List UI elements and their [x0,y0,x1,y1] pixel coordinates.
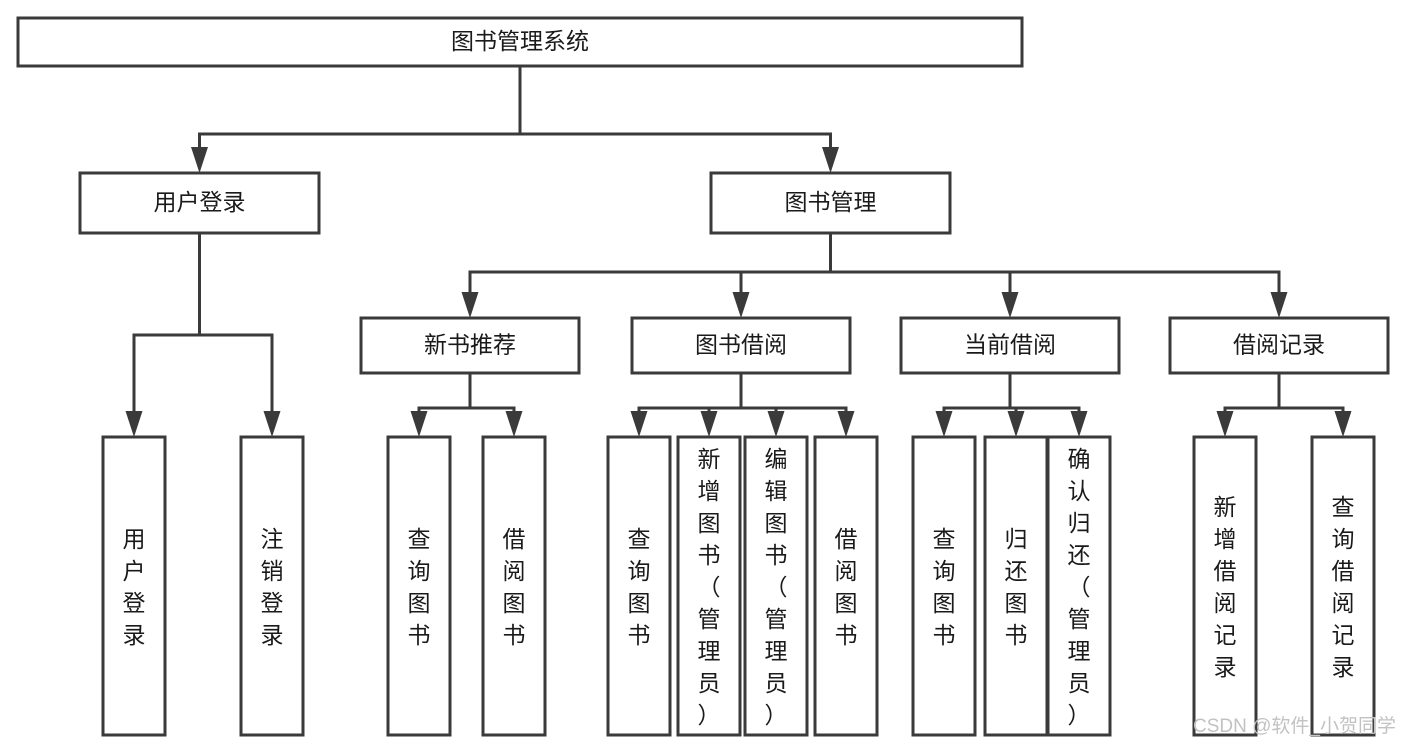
node-box [1310,435,1376,737]
node-layer: 图书管理系统用户登录图书管理新书推荐图书借阅当前借阅借阅记录用户登录注销登录查询… [16,16,1390,737]
node-root[interactable]: 图书管理系统 [16,16,1024,68]
connector-group [125,231,281,437]
connector-group [935,371,1088,437]
node-box [606,435,672,737]
node-box [16,16,1024,68]
node-label: 图书借阅 [695,332,787,358]
watermark-label: CSDN @软件_小贺同学 [1193,715,1396,737]
node-leaf-edit-book[interactable]: 编辑图书（管理员） [743,435,809,737]
node-label: 归还图书 [1005,526,1028,648]
node-box [743,435,809,737]
node-label: 新增图书（管理员） [698,446,721,728]
node-l1-book-mgmt[interactable]: 图书管理 [709,171,952,235]
node-box [359,316,581,375]
connector-group [410,371,523,437]
node-leaf-logout[interactable]: 注销登录 [239,435,305,737]
node-label: 借阅记录 [1233,332,1325,358]
node-label: 图书管理系统 [451,28,589,54]
node-label: 图书管理 [785,189,877,215]
node-label: 查询借阅记录 [1332,494,1355,680]
node-box [386,435,452,737]
node-box [78,171,321,235]
connector-group [630,371,855,437]
node-label: 编辑图书（管理员） [765,446,788,728]
node-label: 新书推荐 [424,332,516,358]
node-box [709,171,952,235]
node-label: 用户登录 [123,526,146,648]
node-leaf-return-book[interactable]: 归还图书 [983,435,1049,737]
node-label: 注销登录 [261,526,284,648]
node-box [676,435,742,737]
connector-layer [125,64,1352,437]
node-leaf-query-book-2[interactable]: 查询图书 [606,435,672,737]
node-leaf-user-login[interactable]: 用户登录 [101,435,167,737]
node-label: 新增借阅记录 [1214,494,1237,680]
node-label: 用户登录 [154,189,246,215]
node-leaf-query-book-1[interactable]: 查询图书 [386,435,452,737]
node-box [1046,435,1112,737]
node-leaf-confirm-return[interactable]: 确认归还（管理员） [1046,435,1112,737]
node-box [630,316,852,375]
node-box [239,435,305,737]
connector-group [1216,371,1352,437]
node-l2-new-book-rec[interactable]: 新书推荐 [359,316,581,375]
node-leaf-add-record[interactable]: 新增借阅记录 [1192,435,1258,737]
node-label: 查询图书 [628,526,651,648]
connector-group [191,64,839,173]
node-label: 查询图书 [408,526,431,648]
node-leaf-borrow-book-2[interactable]: 借阅图书 [813,435,879,737]
node-label: 查询图书 [933,526,956,648]
node-box [899,316,1121,375]
node-box [983,435,1049,737]
node-l2-borrow-record[interactable]: 借阅记录 [1168,316,1390,375]
node-leaf-borrow-book-1[interactable]: 借阅图书 [481,435,547,737]
node-l2-book-borrow[interactable]: 图书借阅 [630,316,852,375]
node-box [1192,435,1258,737]
node-label: 当前借阅 [964,332,1056,358]
node-leaf-query-record[interactable]: 查询借阅记录 [1310,435,1376,737]
node-l2-current-borrow[interactable]: 当前借阅 [899,316,1121,375]
node-box [1168,316,1390,375]
node-label: 确认归还（管理员） [1068,446,1091,728]
node-box [481,435,547,737]
node-box [101,435,167,737]
node-box [813,435,879,737]
node-label: 借阅图书 [503,526,526,648]
connector-group [461,231,1288,318]
node-l1-user-login[interactable]: 用户登录 [78,171,321,235]
node-label: 借阅图书 [835,526,858,648]
node-leaf-query-book-3[interactable]: 查询图书 [911,435,977,737]
node-leaf-add-book[interactable]: 新增图书（管理员） [676,435,742,737]
node-box [911,435,977,737]
